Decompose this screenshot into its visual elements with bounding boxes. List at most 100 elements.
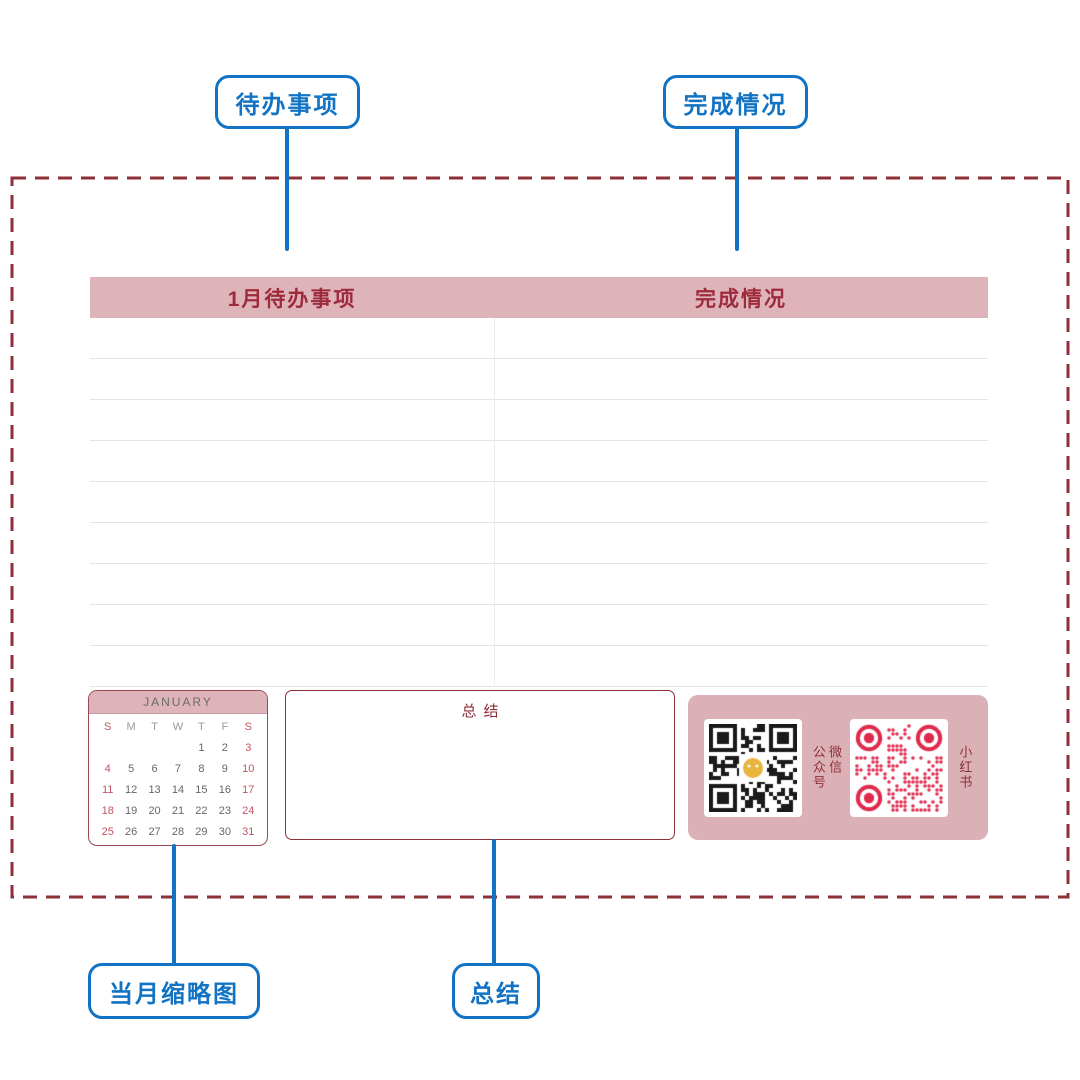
todo-cell xyxy=(90,482,494,522)
todo-cell xyxy=(90,318,494,358)
calendar-day: 31 xyxy=(242,825,255,838)
xiaohongshu-qr-label: 小红书 xyxy=(957,745,973,790)
dashed-border-frame xyxy=(10,176,1070,899)
calendar-weekday: S xyxy=(244,720,252,733)
summary-box: 总结 xyxy=(285,690,675,840)
calendar-day: 5 xyxy=(128,762,135,775)
calendar-weekday: F xyxy=(221,720,229,733)
table-row xyxy=(90,605,988,646)
todo-table-body xyxy=(90,318,988,687)
calendar-day: 6 xyxy=(151,762,158,775)
completion-cell xyxy=(494,482,988,522)
todo-cell xyxy=(90,400,494,440)
calendar-weekday: T xyxy=(151,720,158,733)
calendar-day xyxy=(166,737,189,758)
todo-cell xyxy=(90,523,494,563)
completion-cell xyxy=(494,318,988,358)
calendar-day xyxy=(119,737,142,758)
table-row xyxy=(90,646,988,687)
table-row xyxy=(90,482,988,523)
todo-cell xyxy=(90,441,494,481)
calendar-day: 19 xyxy=(125,804,138,817)
todo-cell xyxy=(90,646,494,686)
connector-line-completion xyxy=(735,127,739,251)
calendar-day: 3 xyxy=(245,741,252,754)
calendar-day: 2 xyxy=(221,741,228,754)
todo-cell xyxy=(90,564,494,604)
calendar-day: 30 xyxy=(218,825,231,838)
calendar-day: 28 xyxy=(171,825,185,838)
wechat-qr-card xyxy=(703,718,802,817)
calendar-day: 7 xyxy=(174,762,182,775)
completion-cell xyxy=(494,605,988,645)
calendar-day: 18 xyxy=(101,804,114,817)
callout-completion: 完成情况 xyxy=(663,75,808,129)
connector-line-todo xyxy=(285,127,289,251)
callout-todo: 待办事项 xyxy=(215,75,360,129)
connector-line-summary xyxy=(492,839,496,965)
table-row xyxy=(90,523,988,564)
table-row xyxy=(90,400,988,441)
connector-line-thumbnail xyxy=(172,844,176,965)
completion-cell xyxy=(494,646,988,686)
callout-completion-label: 完成情况 xyxy=(683,91,788,119)
calendar-day: 24 xyxy=(242,804,255,817)
todo-cell xyxy=(90,605,494,645)
calendar-day: 14 xyxy=(171,783,185,796)
callout-month-thumbnail-label: 当月缩略图 xyxy=(109,980,239,1008)
calendar-day: 22 xyxy=(195,804,208,817)
calendar-weekday: M xyxy=(126,720,136,733)
calendar-day: 17 xyxy=(242,783,255,796)
calendar-day: 21 xyxy=(171,804,185,817)
wechat-qr-code xyxy=(708,723,797,812)
calendar-weekday: T xyxy=(198,720,205,733)
callout-todo-label: 待办事项 xyxy=(235,91,340,119)
calendar-day: 27 xyxy=(148,825,161,838)
calendar-day: 25 xyxy=(101,825,114,838)
column-divider xyxy=(494,318,496,687)
calendar-day xyxy=(96,737,119,758)
calendar-day: 9 xyxy=(221,762,228,775)
todo-cell xyxy=(90,359,494,399)
calendar-day: 11 xyxy=(102,783,114,796)
xiaohongshu-qr-code xyxy=(855,723,944,812)
calendar-day: 16 xyxy=(218,783,231,796)
completion-cell xyxy=(494,441,988,481)
todo-table-header: 1月待办事项 完成情况 xyxy=(90,277,988,318)
calendar-month-title: JANUARY xyxy=(89,691,267,714)
calendar-day: 13 xyxy=(148,783,161,796)
callout-summary-label: 总结 xyxy=(470,980,522,1008)
calendar-weekday: S xyxy=(104,720,112,733)
completion-cell xyxy=(494,400,988,440)
calendar-day: 15 xyxy=(195,783,208,796)
calendar-day: 8 xyxy=(198,762,205,775)
wechat-qr-label: 微信 公众号 xyxy=(810,745,843,790)
completion-cell xyxy=(494,564,988,604)
header-cell-completion: 完成情况 xyxy=(695,287,788,311)
table-row xyxy=(90,318,988,359)
completion-cell xyxy=(494,359,988,399)
calendar-day: 12 xyxy=(125,783,138,796)
calendar-day: 4 xyxy=(104,762,111,775)
completion-cell xyxy=(494,523,988,563)
calendar-day: 26 xyxy=(125,825,138,838)
calendar-day: 1 xyxy=(198,741,205,754)
callout-summary: 总结 xyxy=(452,963,540,1019)
summary-box-title: 总结 xyxy=(461,703,506,720)
calendar-day: 10 xyxy=(242,762,255,775)
calendar-day xyxy=(143,737,166,758)
calendar-day: 20 xyxy=(148,804,161,817)
todo-table: 1月待办事项 完成情况 xyxy=(90,277,988,687)
calendar-day: 29 xyxy=(195,825,208,838)
table-row xyxy=(90,564,988,605)
qr-panel: 微信 公众号 小红书 xyxy=(688,695,988,840)
table-row xyxy=(90,441,988,482)
callout-month-thumbnail: 当月缩略图 xyxy=(88,963,260,1019)
table-row xyxy=(90,359,988,400)
header-cell-todo: 1月待办事项 xyxy=(227,287,357,311)
calendar-day: 23 xyxy=(218,804,231,817)
xiaohongshu-qr-card xyxy=(850,718,949,817)
